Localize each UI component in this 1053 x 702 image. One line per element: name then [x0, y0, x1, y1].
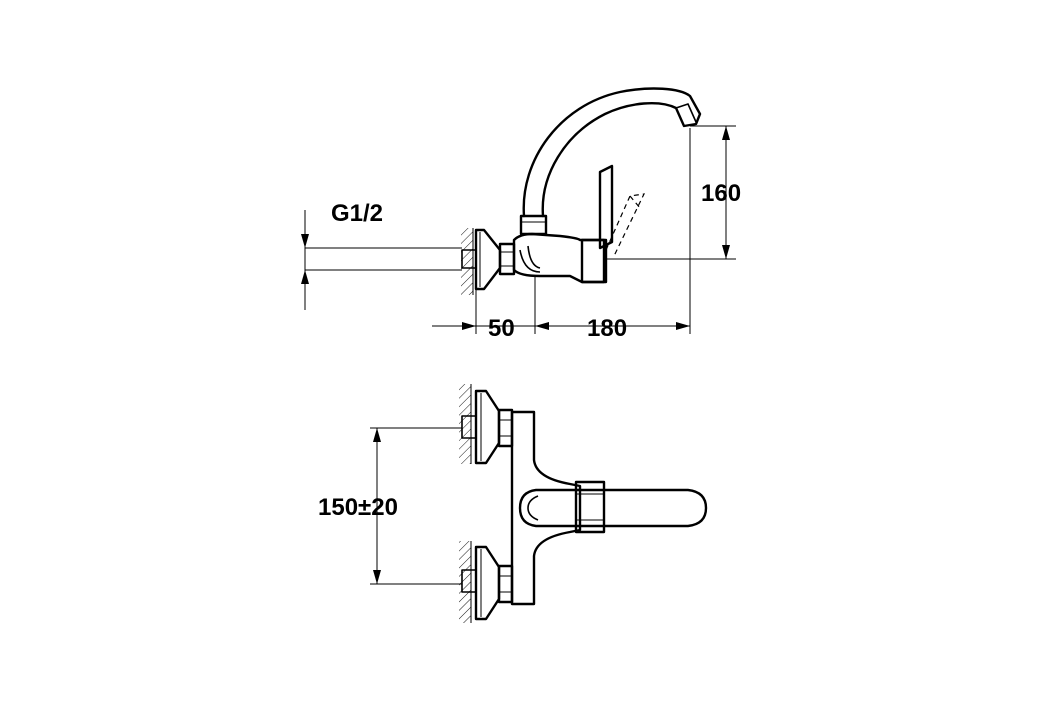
spout-height-label: 160 [701, 180, 741, 207]
wall-offset-label: 50 [488, 315, 515, 342]
wall-hatch-top-lower [459, 541, 471, 623]
center-distance-label: 150±20 [318, 494, 398, 521]
spout-top [518, 488, 708, 528]
swivel-collar [519, 214, 548, 236]
top-view: 150±20 [318, 384, 708, 623]
wall-hatch-side [461, 228, 473, 295]
lever-handle-rotated [605, 193, 646, 257]
nut-top-lower [497, 564, 514, 604]
escutcheon-top-lower [474, 545, 501, 621]
faucet-body-top [510, 410, 582, 606]
connection-nut-side [498, 242, 516, 276]
thread-label: G1/2 [331, 200, 383, 227]
lever-handle-side [598, 164, 614, 250]
spout-reach-label: 180 [587, 315, 627, 342]
handle-block-top [574, 480, 606, 534]
nut-top-upper [497, 408, 514, 448]
spout-side [522, 87, 702, 218]
side-view: G1/2 50 180 160 [301, 87, 741, 342]
escutcheon-top-upper [474, 389, 501, 465]
wall-hatch-top-upper [459, 384, 471, 464]
